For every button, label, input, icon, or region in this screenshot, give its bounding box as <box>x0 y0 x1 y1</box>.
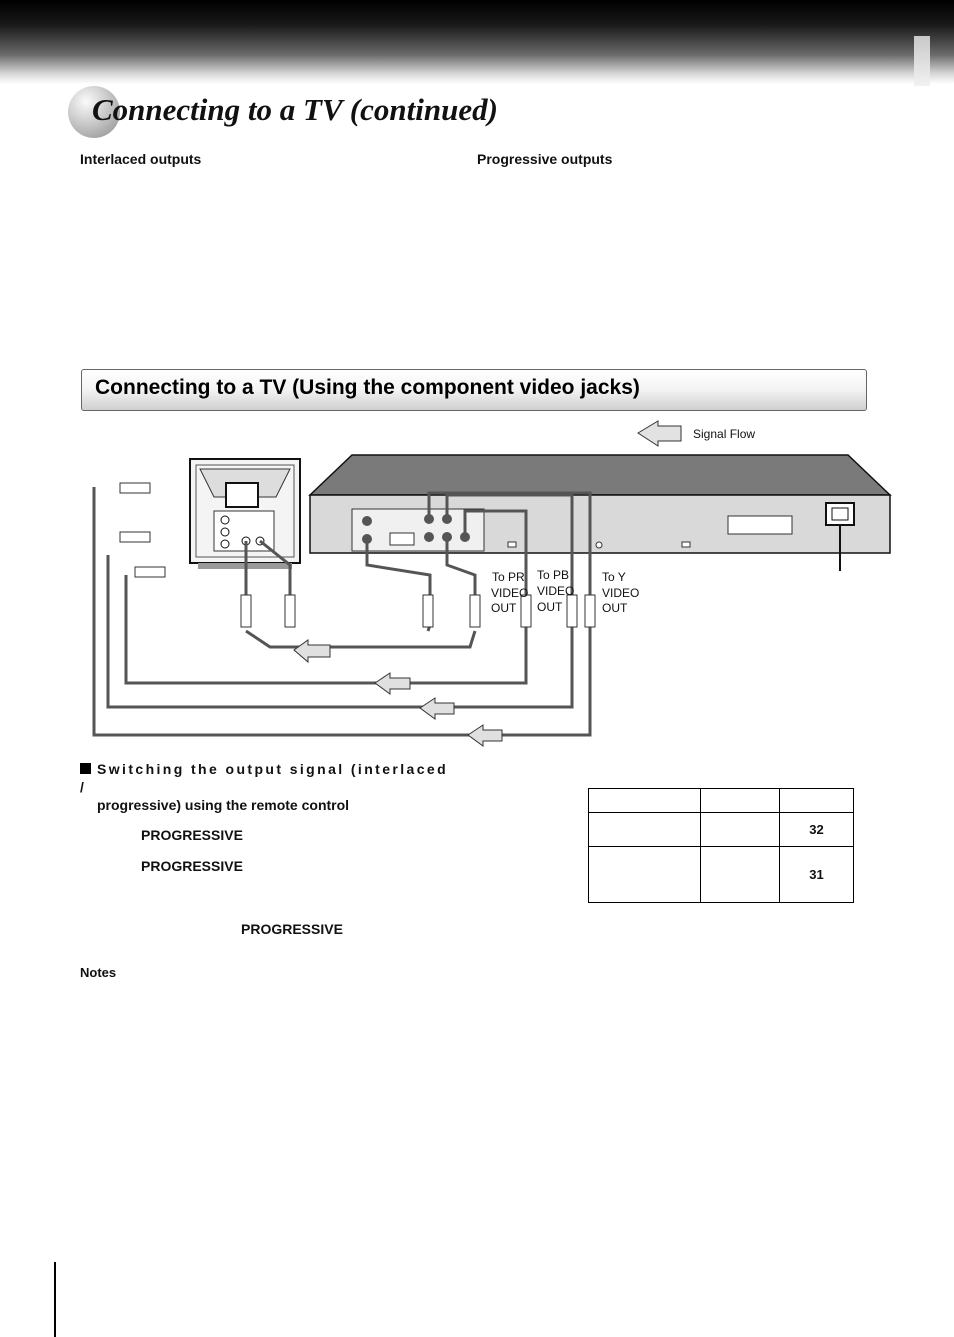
jack-pb-line2: VIDEO <box>537 584 574 598</box>
jack-pr-line3: OUT <box>491 601 517 615</box>
rca-plugs <box>119 482 596 628</box>
notes-heading: Notes <box>80 965 117 980</box>
signal-flow-label: Signal Flow <box>693 427 755 441</box>
page-ref-31: 31 <box>779 846 854 903</box>
table-row: 31 <box>588 846 854 903</box>
jack-pr-line2: VIDEO <box>491 586 528 600</box>
jack-y-line1: To Y <box>602 570 626 584</box>
jack-pb-line1: To PB <box>537 568 569 582</box>
jack-y-line2: VIDEO <box>602 586 639 600</box>
dvd-player-icon <box>308 454 892 571</box>
tv-icon <box>189 458 301 569</box>
section-header: Connecting to a TV (Using the component … <box>81 369 867 411</box>
progressive-label-2: PROGRESSIVE <box>141 858 243 874</box>
page-edge-rule <box>54 1262 56 1337</box>
reference-table: 32 31 <box>588 788 854 903</box>
progressive-label-3: PROGRESSIVE <box>241 921 343 937</box>
flow-arrows <box>293 639 503 747</box>
interlaced-outputs-heading: Interlaced outputs <box>80 151 202 167</box>
progressive-outputs-heading: Progressive outputs <box>477 151 613 167</box>
page-ref-32: 32 <box>779 812 854 847</box>
square-bullet-icon <box>80 763 91 774</box>
switching-heading: Switching the output signal (interlaced … <box>80 761 449 813</box>
table-row: 32 <box>588 812 854 847</box>
header-tab <box>914 36 930 86</box>
header-band <box>0 0 954 84</box>
section-title: Connecting to a TV (Using the component … <box>95 376 640 399</box>
table-row <box>588 788 854 813</box>
connection-diagram: Signal Flow <box>92 420 892 747</box>
page-title: Connecting to a TV (continued) <box>92 92 498 127</box>
jack-pb-line3: OUT <box>537 600 563 614</box>
jack-pr-line1: To PR <box>492 570 525 584</box>
jack-y-line3: OUT <box>602 601 628 615</box>
signal-flow-arrow-icon <box>637 420 682 447</box>
title-ball-icon <box>68 86 120 138</box>
progressive-label-1: PROGRESSIVE <box>141 827 243 843</box>
